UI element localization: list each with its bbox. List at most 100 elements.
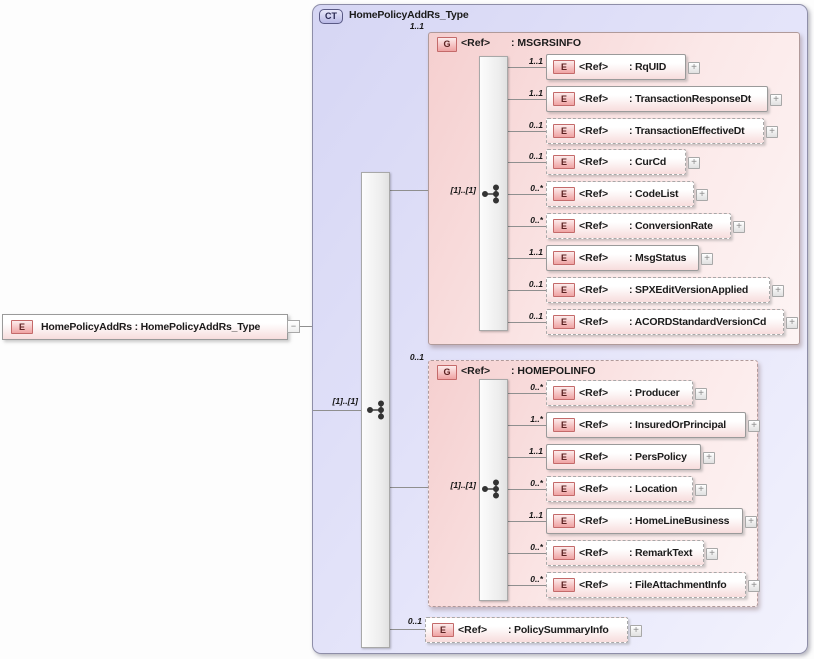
cardinality-label: 1..1 — [528, 446, 543, 456]
expand-icon[interactable]: + — [786, 317, 798, 329]
element-icon: E — [553, 283, 575, 297]
element-box-msgstatus[interactable]: E <Ref> : MsgStatus + — [546, 245, 713, 271]
expand-icon[interactable]: + — [695, 484, 707, 496]
expand-icon[interactable]: + — [703, 452, 715, 464]
element-ref: <Ref> — [579, 579, 609, 591]
expand-icon[interactable]: + — [701, 253, 713, 265]
element-box-transactionresponsedt[interactable]: E <Ref> : TransactionResponseDt + — [546, 86, 782, 112]
element-ref: <Ref> — [579, 252, 609, 264]
cardinality-label: 1..1 — [528, 56, 543, 66]
element-box-rquid[interactable]: E <Ref> : RqUID + — [546, 54, 700, 80]
element-box-remarktext[interactable]: E <Ref> : RemarkText + — [546, 540, 718, 566]
cardinality-label: [1]..[1] — [450, 480, 477, 490]
expand-icon[interactable]: + — [770, 94, 782, 106]
element-icon: E — [553, 251, 575, 265]
cardinality-label: 0..* — [530, 478, 543, 488]
expand-icon[interactable]: + — [630, 625, 642, 637]
element-name: : ACORDStandardVersionCd — [629, 316, 767, 328]
element-icon: E — [553, 578, 575, 592]
cardinality-label: 0..1 — [528, 120, 543, 130]
cardinality-label: 0..1 — [528, 151, 543, 161]
element-name: : HomeLineBusiness — [629, 515, 730, 527]
group-icon: G — [437, 365, 457, 380]
element-box-homelinebusiness[interactable]: E <Ref> : HomeLineBusiness + — [546, 508, 757, 534]
group-ref: <Ref> — [461, 37, 491, 49]
element-box-spxeditversionapplied[interactable]: E <Ref> : SPXEditVersionApplied + — [546, 277, 784, 303]
expand-icon[interactable]: + — [706, 548, 718, 560]
cardinality-label: 0..1 — [409, 352, 424, 362]
expand-icon[interactable]: + — [748, 580, 760, 592]
connector-line — [508, 131, 546, 132]
expand-icon[interactable]: + — [745, 516, 757, 528]
element-ref: <Ref> — [458, 624, 488, 636]
element-name: : PolicySummaryInfo — [508, 624, 609, 636]
element-icon: E — [553, 92, 575, 106]
cardinality-label: 0..* — [530, 382, 543, 392]
expand-icon[interactable]: + — [772, 285, 784, 297]
element-ref: <Ref> — [579, 419, 609, 431]
connector-line — [313, 410, 361, 411]
element-icon: E — [553, 418, 575, 432]
element-ref: <Ref> — [579, 387, 609, 399]
element-name: : SPXEditVersionApplied — [629, 284, 749, 296]
element-icon: E — [553, 546, 575, 560]
element-icon: E — [553, 187, 575, 201]
element-box-producer[interactable]: E <Ref> : Producer + — [546, 380, 707, 406]
element-ref: <Ref> — [579, 93, 609, 105]
element-box-curcd[interactable]: E <Ref> : CurCd + — [546, 149, 700, 175]
element-box-perspolicy[interactable]: E <Ref> : PersPolicy + — [546, 444, 715, 470]
expand-icon[interactable]: + — [733, 221, 745, 233]
element-icon: E — [553, 386, 575, 400]
element-name: : MsgStatus — [629, 252, 687, 264]
connector-line — [508, 67, 546, 68]
element-box-policysummaryinfo[interactable]: E <Ref> : PolicySummaryInfo + — [425, 617, 642, 643]
sequence-compositor-icon[interactable] — [481, 479, 505, 499]
expand-icon[interactable]: + — [766, 126, 778, 138]
connector-line — [390, 629, 425, 630]
element-box-insuredorprincipal[interactable]: E <Ref> : InsuredOrPrincipal + — [546, 412, 760, 438]
element-ref: <Ref> — [579, 220, 609, 232]
group-box-homepolinfo[interactable]: G <Ref> : HOMEPOLINFO [1]..[1] 0..* E <R… — [428, 360, 760, 607]
element-box-fileattachmentinfo[interactable]: E <Ref> : FileAttachmentInfo + — [546, 572, 760, 598]
group-name: : HOMEPOLINFO — [511, 365, 596, 377]
connector-line — [390, 487, 428, 488]
expand-icon[interactable]: + — [688, 62, 700, 74]
cardinality-label: 0..* — [530, 215, 543, 225]
group-name: : MSGRSINFO — [511, 37, 581, 49]
complex-type-icon: CT — [319, 9, 343, 24]
element-ref: <Ref> — [579, 316, 609, 328]
element-box-acordstandardversioncd[interactable]: E <Ref> : ACORDStandardVersionCd + — [546, 309, 798, 335]
root-element-box[interactable]: E HomePolicyAddRs : HomePolicyAddRs_Type — [2, 314, 288, 340]
element-box-conversionrate[interactable]: E <Ref> : ConversionRate + — [546, 213, 745, 239]
connector-line — [508, 322, 546, 323]
collapse-toggle[interactable]: − — [287, 320, 300, 333]
element-ref: <Ref> — [579, 188, 609, 200]
element-name: : RqUID — [629, 61, 667, 73]
element-name: : TransactionEffectiveDt — [629, 125, 745, 137]
element-name: : RemarkText — [629, 547, 693, 559]
sequence-compositor-icon[interactable] — [481, 184, 505, 204]
element-icon: E — [11, 320, 33, 334]
expand-icon[interactable]: + — [748, 420, 760, 432]
group-icon: G — [437, 37, 457, 52]
sequence-compositor-icon[interactable] — [366, 400, 390, 420]
element-icon: E — [553, 124, 575, 138]
element-ref: <Ref> — [579, 451, 609, 463]
connector-line — [508, 521, 546, 522]
cardinality-label: 0..* — [530, 574, 543, 584]
element-box-codelist[interactable]: E <Ref> : CodeList + — [546, 181, 708, 207]
connector-line — [508, 393, 546, 394]
expand-icon[interactable]: + — [688, 157, 700, 169]
element-icon: E — [553, 219, 575, 233]
element-box-transactioneffectivedt[interactable]: E <Ref> : TransactionEffectiveDt + — [546, 118, 778, 144]
expand-icon[interactable]: + — [696, 189, 708, 201]
expand-icon[interactable]: + — [695, 388, 707, 400]
connector-line — [508, 425, 546, 426]
element-name: : InsuredOrPrincipal — [629, 419, 726, 431]
element-name: : PersPolicy — [629, 451, 687, 463]
element-box-location[interactable]: E <Ref> : Location + — [546, 476, 707, 502]
element-ref: <Ref> — [579, 125, 609, 137]
cardinality-label: [1]..[1] — [332, 396, 359, 406]
element-ref: <Ref> — [579, 547, 609, 559]
group-box-msgrsinfo[interactable]: G <Ref> : MSGRSINFO [1]..[1] 1..1 E <Ref… — [428, 32, 800, 345]
